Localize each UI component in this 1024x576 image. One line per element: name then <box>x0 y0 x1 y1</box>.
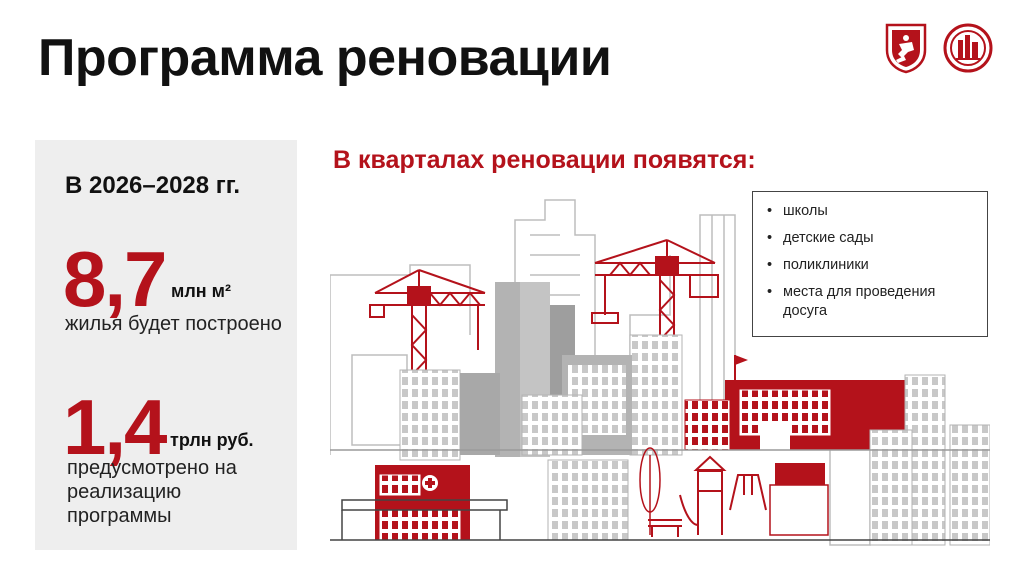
kindergarten-building <box>547 459 629 541</box>
funding-value: 1,4 <box>63 383 167 471</box>
moscow-coat-of-arms-icon <box>885 23 927 74</box>
stats-panel: В 2026–2028 гг. 8,7 млн м² жилья будет п… <box>35 140 297 550</box>
gray-towers <box>399 282 683 461</box>
page-title: Программа реновации <box>38 29 612 87</box>
facilities-list: школы детские сады поликлиники места для… <box>752 191 988 337</box>
housing-description: жилья будет построено <box>65 313 282 335</box>
funding-unit: трлн руб. <box>170 430 254 450</box>
list-item: детские сады <box>767 229 975 248</box>
housing-value: 8,7 <box>63 235 167 323</box>
list-item: поликлиники <box>767 256 975 275</box>
section-subtitle: В кварталах реновации появятся: <box>333 146 756 174</box>
bench-icon <box>648 519 682 537</box>
funding-description: предусмотрено на реализацию программы <box>67 457 237 527</box>
clinic-building <box>341 465 508 541</box>
list-item: места для проведения досуга <box>767 283 975 321</box>
period-label: В 2026–2028 гг. <box>65 172 241 199</box>
right-buildings <box>869 374 990 546</box>
tree-icon <box>639 447 661 535</box>
housing-unit: млн м² <box>171 281 231 301</box>
list-item: школы <box>767 202 975 221</box>
mosgorstroy-emblem-icon <box>943 23 993 73</box>
playground-icon <box>679 455 767 535</box>
header-logos <box>884 22 994 74</box>
city-illustration <box>330 199 990 546</box>
sport-hall <box>769 463 829 536</box>
